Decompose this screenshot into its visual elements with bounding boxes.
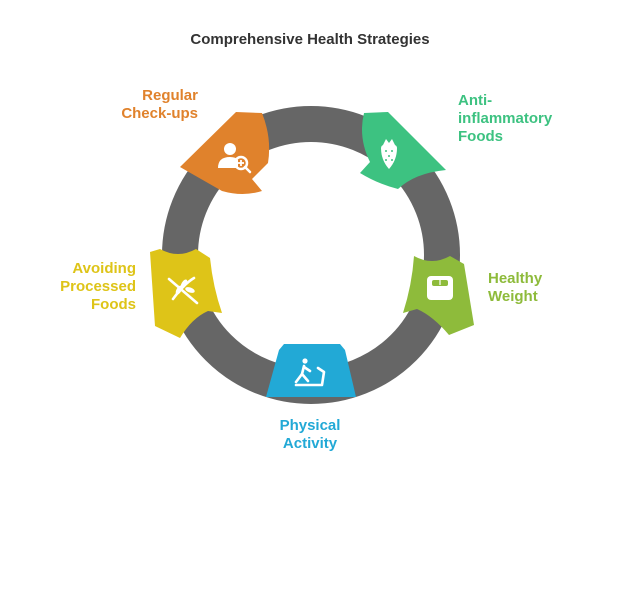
label-anti-inflammatory-foods: Anti- inflammatory Foods	[458, 92, 553, 145]
diagram-title: Comprehensive Health Strategies	[190, 31, 430, 48]
node-avoiding-processed	[150, 249, 222, 338]
user-search-icon	[218, 143, 252, 174]
treadmill-icon	[294, 358, 326, 387]
node-anti-inflammatory	[360, 112, 446, 189]
node-anti-shape	[360, 112, 446, 189]
label-regular-checkups: Regular Check-ups	[121, 87, 198, 122]
node-healthy-weight	[403, 256, 474, 335]
node-checkups-shape	[180, 112, 270, 194]
label-physical-activity: Physical Activity	[279, 417, 341, 452]
no-wheat-icon	[167, 276, 199, 305]
node-checkups	[180, 112, 270, 194]
scale-icon	[427, 276, 453, 300]
node-physical-activity	[266, 344, 356, 397]
label-healthy-weight: Healthy Weight	[488, 270, 543, 305]
strawberry-icon	[381, 139, 397, 169]
label-avoiding-processed-foods: Avoiding Processed Foods	[60, 260, 136, 313]
